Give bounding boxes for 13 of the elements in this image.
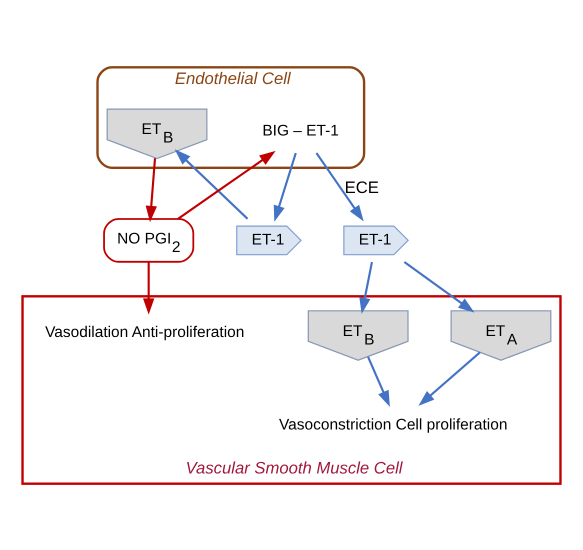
arrow	[359, 261, 373, 314]
arrow	[177, 150, 276, 220]
arrow	[274, 152, 297, 222]
arrow	[418, 351, 481, 406]
node-text: Vasodilation Anti-proliferation	[45, 323, 244, 340]
node-text: BIG – ET-1	[262, 122, 339, 139]
edge-label: ECE	[344, 178, 379, 197]
arrow	[174, 148, 248, 220]
arrow	[404, 260, 474, 312]
node-text: Vasoconstriction Cell proliferation	[279, 416, 508, 433]
arrow	[143, 262, 154, 314]
arrow	[316, 152, 364, 221]
arrow	[367, 356, 390, 406]
